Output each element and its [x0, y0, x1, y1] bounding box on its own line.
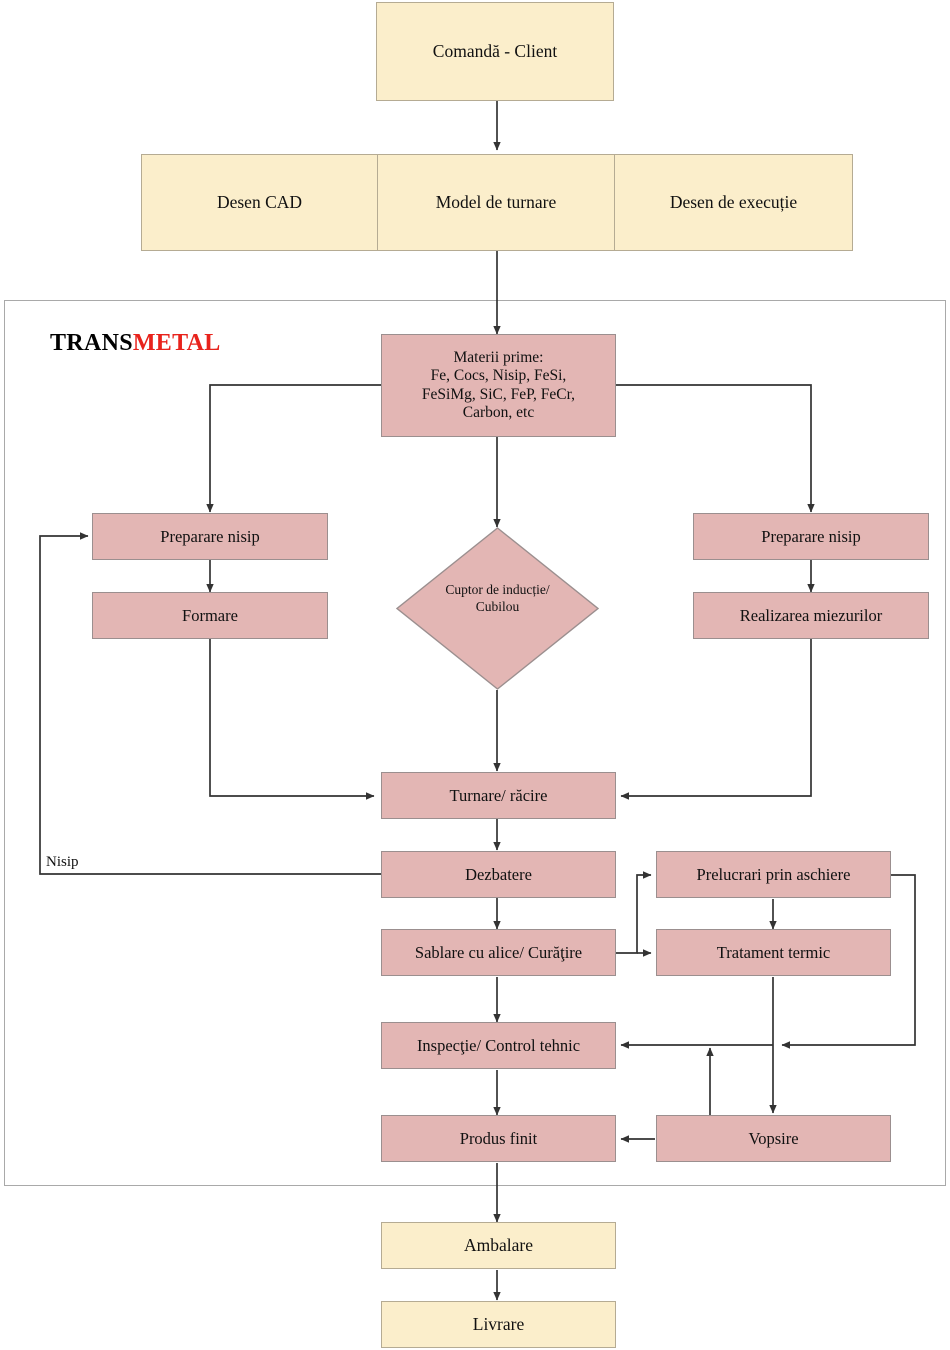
- node-delivery-label: Livrare: [472, 1314, 525, 1335]
- node-raw-materials-line1: Materii prime:: [453, 348, 544, 366]
- node-finished-product-label: Produs finit: [459, 1128, 538, 1148]
- node-casting-model[interactable]: Model de turnare: [377, 154, 615, 251]
- node-finished-product[interactable]: Produs finit: [381, 1115, 616, 1162]
- node-inspection-label: Inspecţie/ Control tehnic: [416, 1035, 581, 1055]
- node-shakeout-label: Dezbatere: [465, 864, 532, 884]
- node-raw-materials[interactable]: Materii prime: Fe, Cocs, Nisip, FeSi, Fe…: [381, 334, 616, 437]
- node-painting[interactable]: Vopsire: [656, 1115, 891, 1162]
- node-machining[interactable]: Prelucrari prin aschiere: [656, 851, 891, 898]
- node-heat-treatment-label: Tratament termic: [716, 942, 831, 962]
- node-furnace-line1: Cuptor de inducție/: [445, 582, 550, 597]
- node-sand-preparation-right-label: Preparare nisip: [761, 526, 861, 546]
- brand-text-metal: METAL: [132, 330, 221, 356]
- transmetal-group-frame: [4, 300, 946, 1186]
- node-execution-drawing-label: Desen de execuție: [669, 192, 798, 212]
- node-raw-materials-line4: Carbon, etc: [462, 403, 535, 421]
- node-sand-preparation-left-label: Preparare nisip: [160, 526, 260, 546]
- node-furnace-decision[interactable]: Cuptor de inducție/ Cubilou: [396, 527, 599, 690]
- node-shakeout[interactable]: Dezbatere: [381, 851, 616, 898]
- node-heat-treatment[interactable]: Tratament termic: [656, 929, 891, 976]
- node-molding-label: Formare: [182, 605, 238, 625]
- node-shot-blasting[interactable]: Sablare cu alice/ Curăţire: [381, 929, 616, 976]
- edge-label-sand-return: Nisip: [46, 854, 79, 871]
- node-pouring-cooling[interactable]: Turnare/ răcire: [381, 772, 616, 819]
- node-furnace-line2: Cubilou: [475, 598, 520, 614]
- node-packing[interactable]: Ambalare: [381, 1222, 616, 1269]
- node-casting-model-label: Model de turnare: [435, 192, 557, 212]
- documents-row: Desen CAD Model de turnare Desen de exec…: [141, 154, 853, 251]
- node-core-making[interactable]: Realizarea miezurilor: [693, 592, 929, 639]
- node-raw-materials-line3: FeSiMg, SiC, FeP, FeCr,: [421, 385, 576, 403]
- node-order[interactable]: Comandă - Client: [376, 2, 614, 101]
- node-raw-materials-line2: Fe, Cocs, Nisip, FeSi,: [430, 367, 567, 385]
- node-sand-preparation-left[interactable]: Preparare nisip: [92, 513, 328, 560]
- brand-text-trans: TRANS: [50, 330, 133, 356]
- node-order-label: Comandă - Client: [432, 41, 558, 62]
- node-machining-label: Prelucrari prin aschiere: [696, 864, 851, 884]
- node-shot-blasting-label: Sablare cu alice/ Curăţire: [414, 942, 583, 962]
- node-execution-drawing[interactable]: Desen de execuție: [614, 154, 853, 251]
- diamond-shape: [396, 527, 599, 690]
- node-core-making-label: Realizarea miezurilor: [739, 605, 883, 625]
- transmetal-brand-label: TRANSMETAL: [50, 330, 221, 357]
- node-cad-drawing-label: Desen CAD: [216, 192, 303, 212]
- node-inspection[interactable]: Inspecţie/ Control tehnic: [381, 1022, 616, 1069]
- node-molding[interactable]: Formare: [92, 592, 328, 639]
- node-packing-label: Ambalare: [464, 1235, 533, 1256]
- node-sand-preparation-right[interactable]: Preparare nisip: [693, 513, 929, 560]
- edge-label-sand-return-text: Nisip: [46, 854, 79, 870]
- node-cad-drawing[interactable]: Desen CAD: [141, 154, 378, 251]
- node-pouring-cooling-label: Turnare/ răcire: [449, 785, 548, 805]
- node-delivery[interactable]: Livrare: [381, 1301, 616, 1348]
- node-painting-label: Vopsire: [748, 1128, 799, 1148]
